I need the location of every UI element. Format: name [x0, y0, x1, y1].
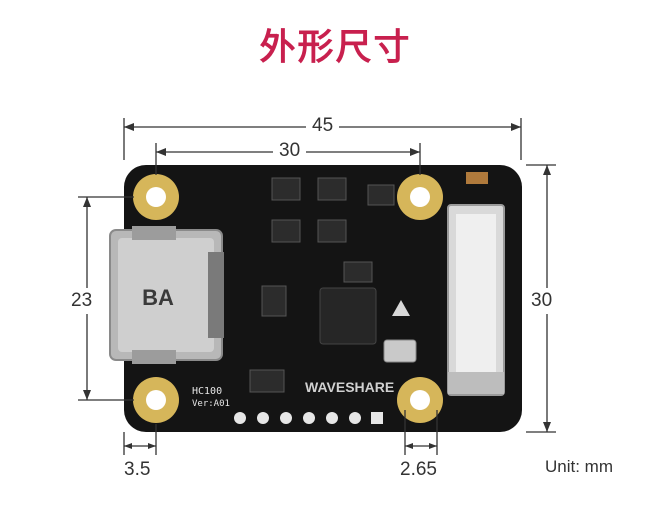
model-label: HC100 [192, 386, 222, 397]
page-title: 外形尺寸 [259, 27, 412, 68]
dim-label-hole-spacing: 30 [273, 140, 307, 162]
hdmi-connector [109, 226, 224, 364]
dim-label-height-right: 30 [527, 288, 557, 314]
dim-right-offset [404, 410, 438, 455]
pin-row [234, 412, 383, 424]
small-components [249, 177, 395, 393]
dim-label-right-offset: 2.65 [400, 459, 437, 480]
crystal [383, 339, 417, 363]
dim-label-overall-width: 45 [306, 115, 340, 137]
mount-hole [397, 377, 443, 423]
main-chip [319, 287, 377, 345]
fpc-connector [447, 204, 505, 396]
esd-warning-icon [392, 300, 410, 316]
mount-hole [133, 377, 179, 423]
unit-label: Unit: mm [545, 457, 613, 476]
mount-hole [397, 174, 443, 220]
capacitor [466, 172, 488, 184]
version-label: Ver:A01 [192, 399, 230, 409]
connector-marking: BA [142, 285, 174, 310]
brand-label: WAVESHARE [305, 379, 394, 395]
dim-label-height-left: 23 [67, 288, 97, 314]
dim-left-offset [123, 424, 157, 455]
mount-hole [133, 174, 179, 220]
dim-label-left-offset: 3.5 [124, 459, 151, 480]
